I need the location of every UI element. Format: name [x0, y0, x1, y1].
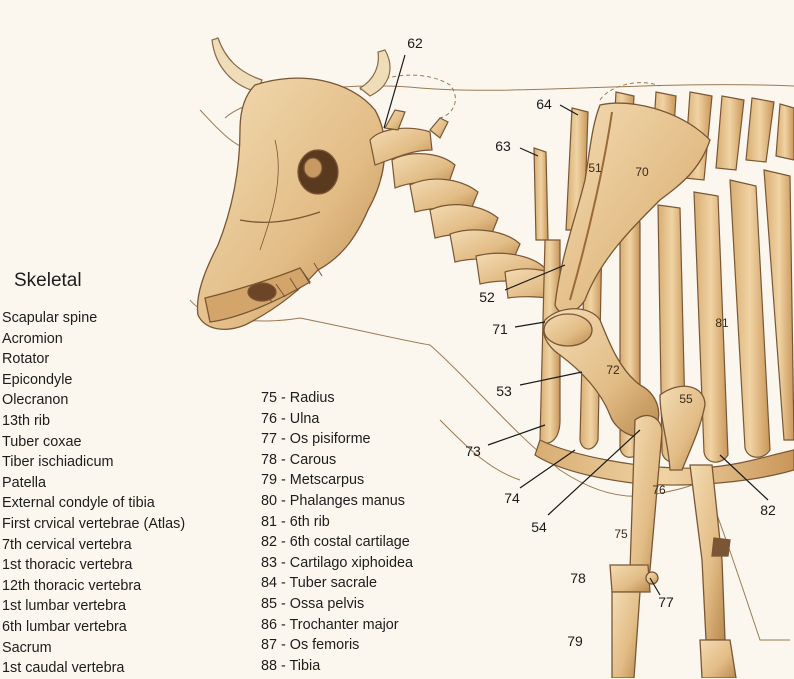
callout-label: 63 [495, 138, 511, 154]
section-heading: Skeletal [14, 270, 82, 291]
list-item: Olecranon [2, 392, 69, 409]
list-item: Acromion [2, 330, 63, 347]
numbered-legend-list: 75 - Radius 76 - Ulna 77 - Os pisiforme … [261, 388, 413, 676]
neck-vertebrae [369, 109, 571, 301]
list-item: 81 - 6th rib [261, 513, 330, 530]
callout-label: 53 [496, 383, 512, 399]
callout-label: 72 [606, 363, 620, 377]
callout-label: 64 [536, 96, 552, 112]
list-item: 83 - Cartilago xiphoidea [261, 554, 413, 571]
list-item: Scapular spine [2, 310, 98, 326]
callout-label: 55 [679, 392, 693, 406]
callout-label: 76 [652, 483, 666, 497]
list-item: 77 - Os pisiforme [261, 431, 371, 448]
list-item: 7th cervical vertebra [2, 536, 132, 553]
callout-label: 73 [465, 443, 481, 459]
list-item: 12th thoracic vertebra [2, 577, 142, 594]
callout-label: 78 [570, 570, 586, 586]
leader-lines [383, 54, 769, 596]
callout-label: 81 [715, 316, 729, 330]
list-item: 13th rib [2, 412, 50, 429]
list-item: 76 - Ulna [261, 410, 320, 427]
list-item: 84 - Tuber sacrale [261, 575, 377, 592]
list-item: Patella [2, 474, 47, 491]
callout-label: 71 [492, 321, 508, 337]
callout-label: 77 [658, 594, 674, 610]
list-item: 6th lumbar vertebra [2, 618, 127, 635]
skeletal-legend-list: Scapular spine Acromion Rotator Epicondy… [2, 308, 185, 679]
list-item: 87 - Os femoris [261, 637, 360, 654]
list-item: 1st caudal vertebra [2, 660, 125, 677]
list-item: 85 - Ossa pelvis [261, 595, 365, 612]
callout-label: 54 [531, 519, 547, 535]
list-item: Rotator [2, 351, 50, 368]
callout-label: 75 [614, 527, 628, 541]
list-item: Tuber coxae [2, 433, 82, 450]
list-item: 80 - Phalanges manus [261, 492, 405, 509]
list-item: Sacrum [2, 639, 52, 656]
callout-label: 62 [407, 35, 423, 51]
list-item: 1st thoracic vertebra [2, 557, 133, 574]
list-item: First crvical vertebrae (Atlas) [2, 515, 186, 532]
list-item: Epicondyle [2, 371, 73, 388]
list-item: 88 - Tibia [261, 657, 321, 674]
scapula [554, 102, 711, 314]
foreleg [609, 385, 706, 678]
humerus [542, 308, 660, 438]
skull [196, 77, 386, 330]
list-item: Tiber ischiadicum [2, 454, 114, 471]
callout-label: 74 [504, 490, 520, 506]
horns [211, 37, 391, 97]
callout-label: 82 [760, 502, 776, 518]
callout-label: 52 [479, 289, 495, 305]
list-item: 1st lumbar vertebra [2, 598, 126, 615]
list-item: 82 - 6th costal cartilage [261, 534, 410, 551]
list-item: 78 - Carous [261, 451, 337, 468]
list-item: 79 - Metscarpus [261, 472, 365, 489]
list-item: 75 - Radius [261, 390, 335, 406]
callout-label: 79 [567, 633, 583, 649]
list-item: External condyle of tibia [2, 495, 155, 512]
hind-leg [689, 464, 737, 678]
callout-label: 70 [635, 165, 649, 179]
callout-label: 51 [588, 161, 602, 175]
list-item: 86 - Trochanter major [261, 616, 399, 633]
